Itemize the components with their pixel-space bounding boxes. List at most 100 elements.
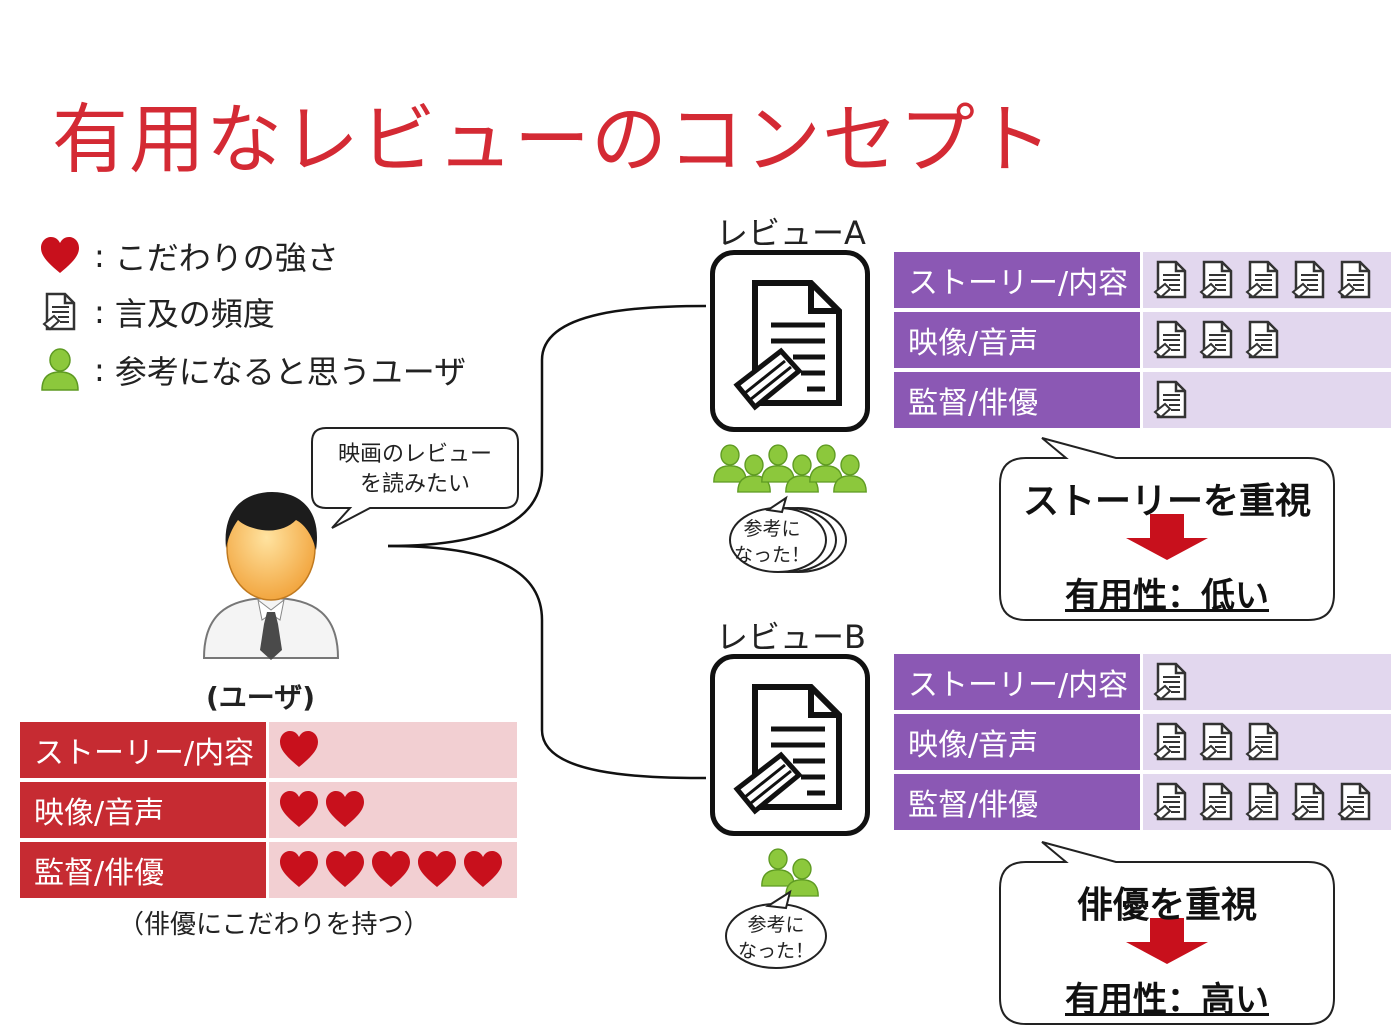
legend-item-heart: : こだわりの強さ — [38, 232, 339, 280]
conclusion-result: 有用性：高い — [1065, 980, 1269, 1020]
review-b-document — [710, 654, 870, 836]
user-bubble-line1: 映画のレビュー — [337, 442, 492, 467]
document-icon — [1291, 782, 1327, 822]
review-row-label: ストーリー/内容 — [894, 654, 1140, 710]
legend-colon: : — [94, 351, 105, 389]
user-pref-label: 映像/音声 — [20, 782, 266, 838]
helpful-line1: 参考に — [743, 518, 801, 540]
review-row-label: 監督/俳優 — [894, 372, 1140, 428]
review-row-label: 映像/音声 — [894, 714, 1140, 770]
heart-icon — [371, 850, 411, 890]
legend-item-document: : 言及の頻度 — [38, 288, 275, 336]
review-b-mention-table: ストーリー/内容 映像/音声 監督/俳優 — [894, 654, 1391, 834]
review-a-label: レビューA — [716, 214, 866, 252]
review-a-mention-table: ストーリー/内容 映像/音声 監督/俳優 — [894, 252, 1391, 432]
review-b-row-story: ストーリー/内容 — [894, 654, 1391, 710]
helpful-line1: 参考に — [747, 914, 805, 936]
review-row-mentions — [1143, 372, 1391, 428]
review-b-label: レビューB — [716, 618, 866, 656]
conclusion-focus: ストーリーを重視 — [1022, 481, 1311, 522]
review-b-row-visual: 映像/音声 — [894, 714, 1391, 770]
review-a-row-director: 監督/俳優 — [894, 372, 1391, 428]
review-row-label: 映像/音声 — [894, 312, 1140, 368]
heart-icon — [279, 850, 319, 890]
conclusion-result: 有用性：低い — [1065, 576, 1269, 616]
user-pref-hearts — [269, 842, 517, 898]
review-b-conclusion-bubble — [999, 841, 1335, 1025]
review-row-mentions — [1143, 312, 1391, 368]
review-a-helpful-users — [712, 442, 882, 498]
document-icon — [733, 280, 842, 411]
document-icon — [1199, 782, 1235, 822]
review-row-mentions — [1143, 252, 1391, 308]
user-pref-row-story: ストーリー/内容 — [20, 722, 517, 778]
document-icon — [1291, 260, 1327, 300]
review-b-row-director: 監督/俳優 — [894, 774, 1391, 830]
document-icon — [1199, 260, 1235, 300]
review-row-mentions — [1143, 714, 1391, 770]
user-pref-label: 監督/俳優 — [20, 842, 266, 898]
user-bubble-text: 映画のレビュー を読みたい — [312, 440, 518, 500]
review-b-helpful-bubble — [725, 889, 827, 969]
user-pref-row-visual: 映像/音声 — [20, 782, 517, 838]
document-icon — [1153, 662, 1189, 702]
document-icon — [1337, 260, 1373, 300]
user-bubble-line2: を読みたい — [359, 472, 470, 497]
user-pref-label: ストーリー/内容 — [20, 722, 266, 778]
user-pref-row-director: 監督/俳優 — [20, 842, 517, 898]
heart-icon — [417, 850, 457, 890]
review-a-conclusion-bubble — [999, 437, 1335, 621]
legend-text: 言及の頻度 — [114, 295, 275, 333]
heart-icon — [279, 790, 319, 830]
document-icon — [733, 684, 842, 815]
down-arrow-icon — [1126, 514, 1208, 560]
review-b-conclusion: 俳優を重視 有用性：高い — [1000, 876, 1334, 1021]
conclusion-focus: 俳優を重視 — [1076, 885, 1257, 926]
document-icon — [1153, 320, 1189, 360]
review-b-helpful-text: 参考に なった！ — [726, 912, 826, 964]
review-a-conclusion: ストーリーを重視 有用性：低い — [1000, 472, 1334, 617]
review-a-row-story: ストーリー/内容 — [894, 252, 1391, 308]
review-a-helpful-bubble — [729, 495, 847, 573]
document-icon — [1199, 722, 1235, 762]
helpful-line2: なった！ — [737, 940, 814, 962]
user-caption: (ユーザ) — [206, 681, 316, 714]
document-icon — [1245, 782, 1281, 822]
document-icon — [1245, 320, 1281, 360]
document-icon — [1337, 782, 1373, 822]
legend-text: 参考になると思うユーザ — [114, 353, 467, 391]
legend-item-user: : 参考になると思うユーザ — [38, 346, 466, 394]
review-row-label: 監督/俳優 — [894, 774, 1140, 830]
review-row-mentions — [1143, 774, 1391, 830]
user-preference-table: ストーリー/内容 映像/音声 監督/俳優 — [20, 722, 517, 902]
legend-text: こだわりの強さ — [114, 239, 339, 277]
review-row-label: ストーリー/内容 — [894, 252, 1140, 308]
down-arrow-icon — [1126, 918, 1208, 964]
document-icon — [1153, 380, 1189, 420]
review-a-document — [710, 250, 870, 432]
document-icon — [1153, 722, 1189, 762]
review-a-helpful-text: 参考に なった！ — [722, 516, 822, 568]
legend-colon: : — [94, 237, 105, 275]
legend-colon: : — [94, 293, 105, 331]
user-avatar — [202, 492, 340, 660]
heart-icon — [325, 850, 365, 890]
user-icon — [832, 452, 868, 496]
document-icon — [1245, 260, 1281, 300]
document-icon — [1245, 722, 1281, 762]
document-icon — [1199, 320, 1235, 360]
heart-icon — [463, 850, 503, 890]
helpful-line2: なった！ — [733, 544, 810, 566]
user-pref-hearts — [269, 722, 517, 778]
document-icon — [1153, 782, 1189, 822]
heart-icon — [279, 730, 319, 770]
page-title: 有用なレビューのコンセプト — [52, 95, 1053, 184]
user-pref-hearts — [269, 782, 517, 838]
user-speech-bubble — [311, 427, 519, 529]
review-a-row-visual: 映像/音声 — [894, 312, 1391, 368]
heart-icon — [325, 790, 365, 830]
document-icon — [1153, 260, 1189, 300]
review-row-mentions — [1143, 654, 1391, 710]
user-note: （俳優にこだわりを持つ） — [118, 910, 430, 940]
